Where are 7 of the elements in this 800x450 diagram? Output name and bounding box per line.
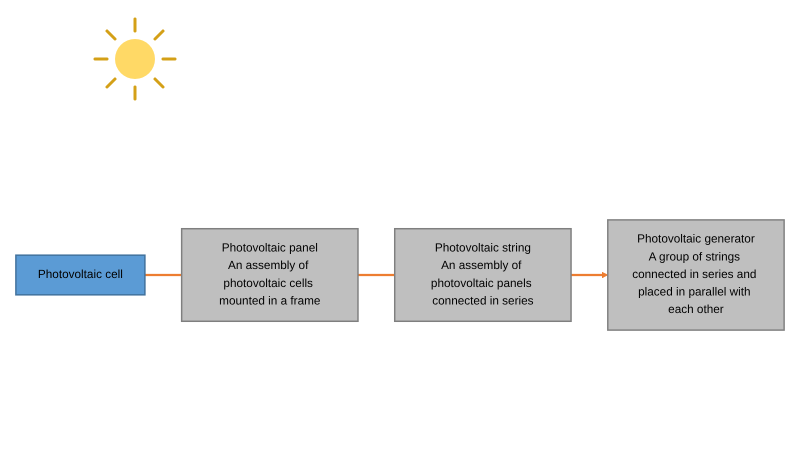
node-box: Photovoltaic string An assembly of photovoltaic panels connected in series	[394, 228, 572, 322]
connector	[358, 274, 395, 276]
node-box: Photovoltaic generator A group of strings connected in series and placed in parallel with each other	[607, 219, 785, 331]
arrow	[571, 272, 608, 278]
connector	[144, 274, 182, 276]
node-box: Photovoltaic cell	[15, 254, 146, 296]
node-box: Photovoltaic panel An assembly of photovoltaic cells mounted in a frame	[180, 228, 359, 322]
